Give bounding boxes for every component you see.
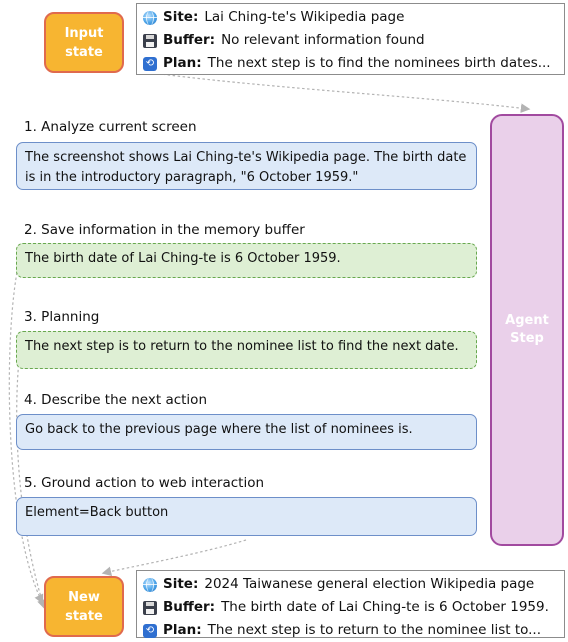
input-site-label: Site:: [163, 9, 199, 25]
input-to-agent-arrow: [137, 70, 531, 113]
input-state-box: Input state: [44, 12, 124, 73]
new-site-row: Site: 2024 Taiwanese general election Wi…: [143, 573, 558, 596]
step-5-label: 5. Ground action to web interaction: [24, 475, 265, 491]
step-3-label: 3. Planning: [24, 309, 100, 325]
step-2-label: 2. Save information in the memory buffer: [24, 222, 305, 238]
step-1-label: 1. Analyze current screen: [24, 119, 197, 135]
agent-step-box: Agent Step: [490, 114, 564, 546]
new-plan-value: The next step is to return to the nomine…: [207, 622, 542, 638]
step-5-panel: Element=Back button: [16, 497, 477, 536]
input-state-info: Site: Lai Ching-te's Wikipedia page Buff…: [136, 3, 565, 75]
step-4-label: 4. Describe the next action: [24, 392, 207, 408]
new-plan-label: Plan:: [163, 622, 202, 638]
input-buffer-value: No relevant information found: [221, 32, 425, 48]
new-site-label: Site:: [163, 576, 199, 592]
new-plan-row: ⟲ Plan: The next step is to return to th…: [143, 619, 558, 642]
input-plan-value: The next step is to find the nominees bi…: [207, 55, 551, 71]
new-state-info: Site: 2024 Taiwanese general election Wi…: [136, 570, 565, 638]
step-4-panel: Go back to the previous page where the l…: [16, 414, 477, 450]
globe-icon: [143, 577, 157, 592]
new-site-value: 2024 Taiwanese general election Wikipedi…: [204, 576, 535, 592]
globe-icon: [143, 10, 157, 25]
step-3-panel: The next step is to return to the nomine…: [16, 331, 477, 369]
new-buffer-label: Buffer:: [163, 599, 216, 615]
step5-to-new-arrow: [101, 539, 247, 577]
input-site-row: Site: Lai Ching-te's Wikipedia page: [143, 6, 558, 29]
new-buffer-value: The birth date of Lai Ching-te is 6 Octo…: [221, 599, 549, 615]
input-buffer-label: Buffer:: [163, 32, 216, 48]
step-2-panel: The birth date of Lai Ching-te is 6 Octo…: [16, 243, 477, 278]
input-plan-row: ⟲ Plan: The next step is to find the nom…: [143, 52, 558, 75]
floppy-disk-icon: [143, 600, 157, 615]
input-buffer-row: Buffer: No relevant information found: [143, 29, 558, 52]
input-plan-label: Plan:: [163, 55, 202, 71]
floppy-disk-icon: [143, 33, 157, 48]
new-buffer-row: Buffer: The birth date of Lai Ching-te i…: [143, 596, 558, 619]
input-site-value: Lai Ching-te's Wikipedia page: [204, 9, 405, 25]
step-1-panel: The screenshot shows Lai Ching-te's Wiki…: [16, 142, 477, 190]
new-state-box: New state: [44, 576, 124, 637]
plan-icon: ⟲: [143, 56, 157, 71]
plan-icon: ⟲: [143, 623, 157, 638]
